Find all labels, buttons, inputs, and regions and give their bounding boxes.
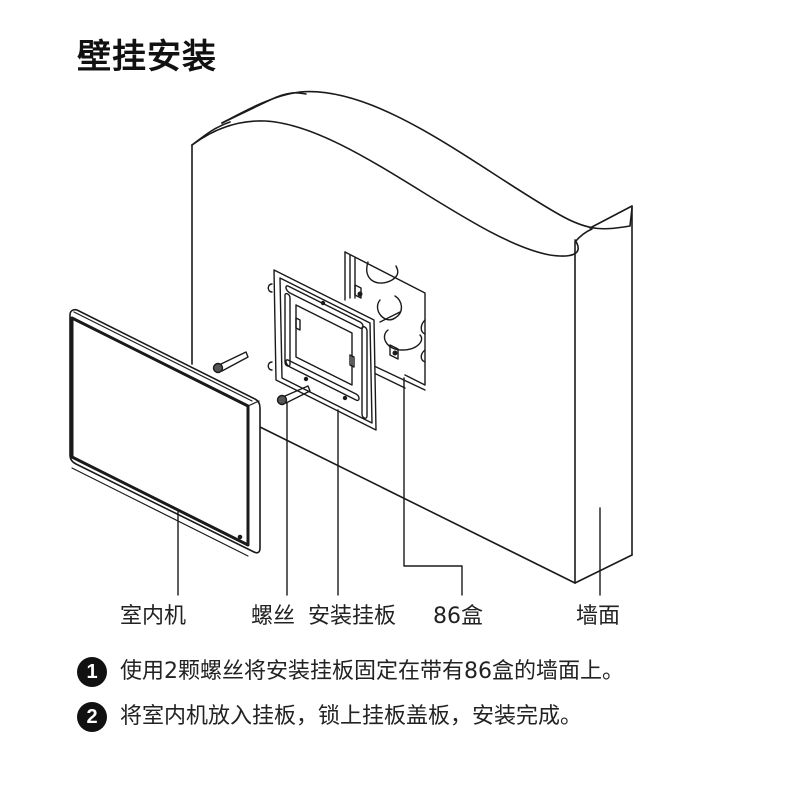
screw-illustration-1 [212, 351, 249, 374]
junction-box-86-illustration [344, 251, 426, 391]
screw-illustration-2 [276, 385, 311, 406]
wall-illustration [191, 90, 633, 584]
callout-wall: 墙面 [576, 604, 621, 629]
step-2: 2 将室内机放入挂板，锁上挂板盖板，安装完成。 [77, 702, 582, 732]
indoor-unit-illustration [69, 308, 261, 557]
page-title: 壁挂安装 [77, 37, 217, 77]
step-number-badge: 1 [77, 657, 107, 687]
callout-mounting-plate: 安装挂板 [308, 604, 397, 629]
callout-86-box: 86盒 [433, 604, 483, 629]
step-number-badge: 2 [77, 702, 107, 732]
callout-leader-lines [177, 377, 601, 596]
callout-screw: 螺丝 [251, 604, 296, 629]
step-1: 1 使用2颗螺丝将安装挂板固定在带有86盒的墙面上。 [77, 657, 624, 687]
callout-indoor-unit: 室内机 [120, 604, 187, 629]
step-text: 使用2颗螺丝将安装挂板固定在带有86盒的墙面上。 [120, 659, 624, 684]
step-text: 将室内机放入挂板，锁上挂板盖板，安装完成。 [120, 704, 583, 729]
